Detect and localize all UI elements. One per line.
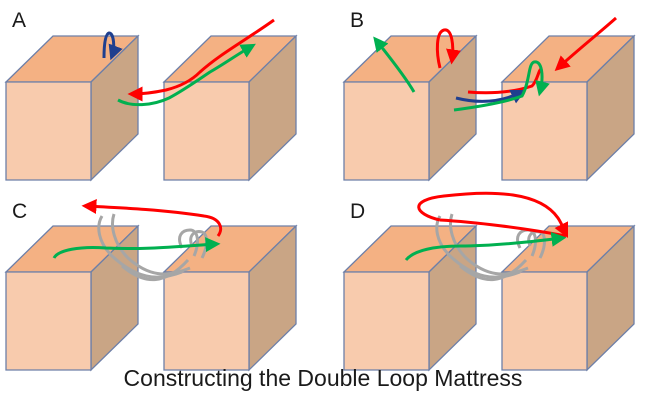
tissue-block-left <box>343 35 477 181</box>
suture-red-cross <box>467 66 543 95</box>
suture-green <box>52 237 221 259</box>
suture-green-loop <box>453 60 550 112</box>
suture-green-exit <box>373 36 416 93</box>
suture-green <box>404 231 567 262</box>
suture-red <box>417 191 569 239</box>
figure-caption: Constructing the Double Loop Mattress <box>124 365 523 391</box>
panel-a <box>5 18 297 181</box>
suture-red <box>127 18 275 102</box>
panel-d <box>343 191 635 371</box>
panel-label-c: C <box>12 200 27 223</box>
panel-label-a: A <box>12 9 26 32</box>
suture-red-entry <box>554 16 617 72</box>
suture-green <box>117 43 256 107</box>
tissue-block-right <box>163 35 297 181</box>
tissue-block-left <box>5 35 139 181</box>
suture-red-loop <box>435 28 461 69</box>
suture-red <box>81 199 223 237</box>
panel-label-b: B <box>350 9 364 32</box>
panel-b <box>343 16 635 181</box>
suture-blue-loop <box>102 31 123 61</box>
tissue-block-right <box>501 225 635 371</box>
suture-blue-cross <box>455 89 527 104</box>
panel-c <box>5 199 297 371</box>
panel-label-d: D <box>350 200 365 223</box>
